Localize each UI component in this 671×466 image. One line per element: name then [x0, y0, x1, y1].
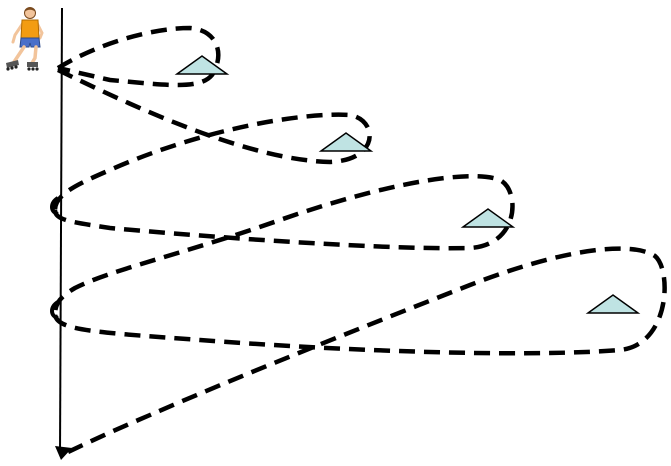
- inline-skater-icon: [6, 7, 44, 71]
- start-line: [59, 7, 63, 455]
- path-loop-4: [52, 246, 667, 455]
- arrowhead-icon: [55, 446, 72, 460]
- path-loop-2: [52, 67, 372, 211]
- cone-marker-icon: [585, 294, 641, 314]
- cone-marker-icon: [174, 55, 230, 75]
- cone-marker-icon: [318, 132, 374, 152]
- curl-mark-2: [50, 300, 60, 320]
- skating-path: [52, 25, 667, 455]
- path-loop-1: [56, 25, 221, 88]
- cone-marker-icon: [460, 208, 516, 228]
- curl-mark-1: [50, 196, 60, 216]
